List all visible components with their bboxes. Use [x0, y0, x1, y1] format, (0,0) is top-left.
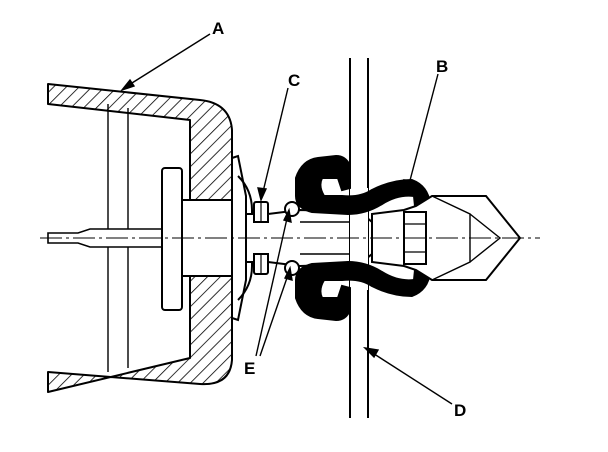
- housing-a: [47, 83, 233, 393]
- grommet-b: [295, 154, 432, 322]
- callout-b: B: [436, 57, 448, 76]
- housing-upper-wall: [47, 83, 233, 201]
- callout-d: D: [454, 401, 466, 420]
- leader-lines: [119, 33, 453, 405]
- callout-e: E: [244, 359, 255, 378]
- callout-c: C: [288, 71, 300, 90]
- grommet-lower: [295, 259, 432, 322]
- callout-a: A: [212, 19, 224, 38]
- housing-lower-wall: [47, 275, 233, 393]
- grommet-upper: [295, 154, 432, 217]
